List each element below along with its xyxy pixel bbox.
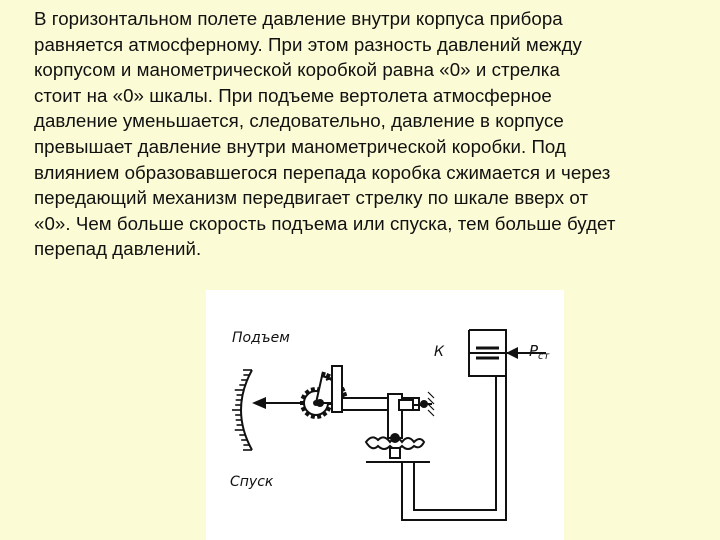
body-text: В горизонтальном полете давление внутри …	[34, 6, 714, 262]
text-line: передающий механизм передвигает стрелку …	[34, 187, 589, 209]
scale-arc	[232, 369, 253, 451]
sector-tooth	[342, 391, 348, 397]
pressure-tube	[401, 329, 507, 521]
gear-tooth	[310, 414, 316, 420]
gear-tooth	[300, 401, 304, 405]
transmission-lever	[325, 365, 435, 439]
variometer-diagram: Подъем Спуск К Pст	[206, 290, 564, 540]
text-line: перепад давлений.	[34, 238, 202, 260]
text-line: влиянием образовавшегося перепада коробк…	[34, 161, 611, 183]
text-line: равняется атмосферному. При этом разност…	[34, 33, 582, 55]
gear-tooth	[325, 406, 332, 412]
static-pressure-arrow	[506, 347, 546, 359]
text-line: давление уменьшается, следовательно, дав…	[34, 110, 564, 132]
sector-tooth	[320, 371, 326, 377]
label-p: Pст	[529, 342, 551, 362]
sector-tooth	[325, 372, 331, 379]
gear-tooth	[316, 414, 322, 420]
gear-tooth	[304, 389, 311, 395]
label-up: Подъем	[232, 330, 290, 346]
text-line: превышает давление внутри манометрическо…	[34, 135, 566, 157]
text-line: корпусом и манометрической коробкой равн…	[34, 59, 560, 81]
label-down: Спуск	[230, 474, 274, 490]
gear-tooth	[300, 394, 307, 400]
gear-tooth	[321, 411, 328, 417]
text-line: «0». Чем больше скорость подъема или спу…	[34, 212, 616, 234]
gear-tooth	[300, 406, 307, 412]
gear-tooth	[304, 411, 311, 417]
capillary	[469, 346, 506, 360]
text-line: стоит на «0» шкалы. При подъеме вертолет…	[34, 84, 552, 106]
aneroid-capsule	[364, 433, 430, 463]
gear-tooth	[310, 386, 316, 392]
text-line: В горизонтальном полете давление внутри …	[34, 8, 563, 29]
label-k: К	[434, 344, 445, 360]
